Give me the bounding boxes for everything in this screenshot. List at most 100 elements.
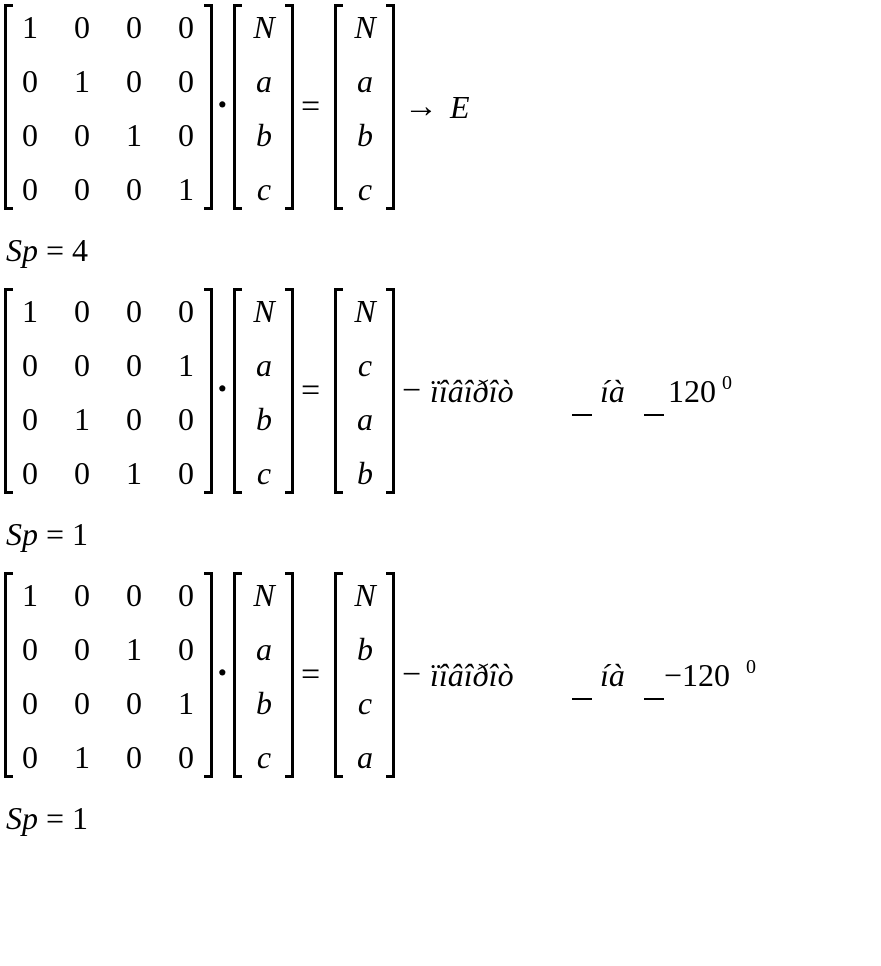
vector-left-bracket (233, 288, 242, 494)
permutation-matrix: 1 0 0 0 0 1 0 0 0 0 1 0 0 0 0 1 (4, 0, 214, 212)
matrix-cell: 0 (126, 685, 142, 721)
trace-line: Sp = 1 (6, 514, 88, 554)
vector-right-bracket (386, 288, 395, 494)
vector-entry: b (256, 117, 272, 153)
matrix-cell: 1 (178, 685, 194, 721)
result-vector: N a b c (334, 0, 396, 212)
vector-entry: a (357, 401, 373, 437)
right-arrow: → (404, 88, 438, 125)
vector-entry: c (357, 347, 373, 383)
vector-right-bracket (386, 4, 395, 210)
vector-entry: b (357, 455, 373, 491)
matrix-left-bracket (4, 4, 13, 210)
vector-entry: c (256, 171, 272, 207)
permutation-matrix: 1 0 0 0 0 0 0 1 0 1 0 0 0 0 1 0 (4, 284, 214, 496)
matrix-cell: 0 (178, 293, 194, 329)
rotation-angle: −120 (664, 648, 730, 702)
rotation-word: ïîâîðîò (430, 373, 514, 409)
vector-left-bracket (334, 4, 343, 210)
vector-entry: N (354, 9, 376, 45)
trace-value: 1 (72, 516, 89, 552)
trace-line: Sp = 4 (6, 230, 88, 270)
matrix-cell: 0 (126, 347, 142, 383)
matrix-right-bracket (204, 4, 213, 210)
matrix-cell: 0 (22, 347, 38, 383)
matrix-cell: 0 (126, 293, 142, 329)
matrix-cell: 0 (178, 631, 194, 667)
degree-superscript: 0 (722, 372, 732, 394)
matrix-cell: 0 (126, 171, 142, 207)
matrix-cell: 0 (22, 455, 38, 491)
vector-entry: a (256, 63, 272, 99)
vector-entry: N (253, 9, 275, 45)
rotation-angle: 120 (668, 364, 716, 418)
vector-entry: a (256, 347, 272, 383)
matrix-cell: 0 (22, 631, 38, 667)
matrix-cell: 1 (74, 401, 90, 437)
matrix-cell: 0 (126, 401, 142, 437)
vector-entry: N (253, 577, 275, 613)
trace-symbol: Sp (6, 516, 38, 552)
angle-value: 120 (668, 373, 716, 409)
matrix-cell: 1 (126, 117, 142, 153)
vector-right-bracket (285, 288, 294, 494)
trace-line: Sp = 1 (6, 798, 88, 838)
matrix-cell: 0 (74, 9, 90, 45)
matrix-cell: 0 (126, 739, 142, 775)
matrix-cell: 0 (22, 117, 38, 153)
vector-right-bracket (285, 4, 294, 210)
equals-sign: = (301, 372, 321, 409)
dash-symbol: − (402, 372, 422, 409)
matrix-cell: 1 (22, 293, 38, 329)
vector-entry: N (253, 293, 275, 329)
matrix-cell: 1 (22, 9, 38, 45)
matrix-cell: 0 (22, 739, 38, 775)
vector-right-bracket (386, 572, 395, 778)
vector-entry: c (256, 739, 272, 775)
equals-sign: = (301, 88, 321, 125)
matrix-right-bracket (204, 288, 213, 494)
matrix-cell: 1 (74, 63, 90, 99)
equals-sign: = (301, 656, 321, 693)
vector-entry: a (357, 739, 373, 775)
matrix-left-bracket (4, 572, 13, 778)
dot-operator: · (216, 84, 229, 126)
angle-sign: − (664, 657, 683, 693)
input-vector: N a b c (233, 284, 295, 496)
vector-entry: b (357, 631, 373, 667)
matrix-cell: 0 (22, 401, 38, 437)
preposition-word: íà (600, 373, 625, 409)
input-vector: N a b c (233, 568, 295, 780)
vector-left-bracket (334, 572, 343, 778)
matrix-cell: 0 (22, 63, 38, 99)
vector-entry: c (256, 455, 272, 491)
matrix-cell: 1 (22, 577, 38, 613)
matrix-cell: 1 (126, 631, 142, 667)
vector-entry: c (357, 685, 373, 721)
vector-entry: b (256, 685, 272, 721)
trace-equals: = (46, 516, 65, 552)
input-vector: N a b c (233, 0, 295, 212)
vector-entry: a (357, 63, 373, 99)
degree-superscript: 0 (746, 656, 756, 678)
matrix-cell: 0 (178, 455, 194, 491)
matrix-cell: 0 (74, 455, 90, 491)
rotation-word: ïîâîðîò (430, 657, 514, 693)
matrix-cell: 0 (74, 347, 90, 383)
trace-value: 4 (72, 232, 89, 268)
matrix-cell: 0 (74, 293, 90, 329)
permutation-matrix: 1 0 0 0 0 0 1 0 0 0 0 1 0 1 0 0 (4, 568, 214, 780)
matrix-cell: 0 (74, 117, 90, 153)
vector-left-bracket (233, 572, 242, 778)
matrix-cell: 0 (178, 739, 194, 775)
matrix-cell: 0 (126, 577, 142, 613)
vector-entry: c (357, 171, 373, 207)
vector-left-bracket (233, 4, 242, 210)
equation-rotation-positive: 1 0 0 0 0 0 0 1 0 1 0 0 0 0 1 0 · N (0, 284, 881, 496)
matrix-cell: 1 (178, 171, 194, 207)
underscore-mark (644, 414, 664, 416)
dot-operator: · (216, 368, 229, 410)
matrix-cell: 0 (74, 631, 90, 667)
trace-symbol: Sp (6, 800, 38, 836)
